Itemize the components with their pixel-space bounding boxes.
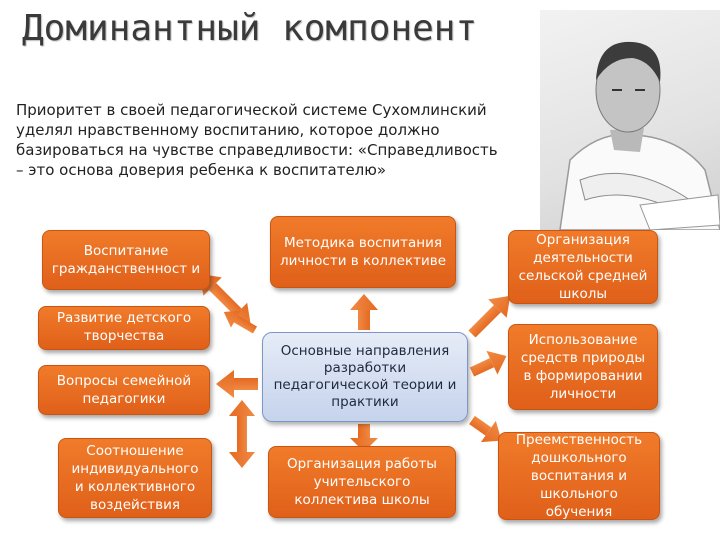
box-continuity: Преемственность дошкольного воспитания и… [498, 432, 660, 520]
intro-text: Приоритет в своей педагогической системе… [16, 100, 556, 180]
arrow-to-rural-school [468, 295, 511, 338]
box-individual-collective: Соотношение индивидуального и коллективн… [58, 438, 212, 518]
intro-line: базироваться на чувстве справедливости: … [16, 141, 498, 159]
center-main-directions: Основные направления разработки педагоги… [262, 332, 468, 422]
box-nature-use: Использование средств природы в формиров… [508, 324, 658, 410]
box-label: Методика воспитания личности в коллектив… [279, 235, 447, 269]
box-label: Развитие детского творчества [56, 310, 192, 344]
portrait-photo [540, 10, 720, 230]
box-label: Использование средств природы в формиров… [520, 332, 646, 402]
intro-line: – это основа доверия ребенка к воспитате… [16, 161, 387, 179]
arrow-to-teacher-staff [350, 424, 378, 452]
box-family-pedagogy: Вопросы семейной педагогики [38, 365, 210, 415]
box-label: Организация работы учительского коллекти… [287, 456, 437, 508]
box-children-creativity: Развитие детского творчества [38, 306, 210, 350]
intro-line: уделял нравственному воспитанию, которое… [16, 121, 440, 139]
arrow-to-continuity [469, 415, 502, 443]
intro-line: Приоритет в своей педагогической системе… [16, 101, 487, 119]
box-label: Вопросы семейной педагогики [56, 373, 192, 407]
box-teacher-staff: Организация работы учительского коллекти… [268, 446, 456, 518]
box-label: Соотношение индивидуального и коллективн… [71, 443, 199, 513]
arrow-to-nature-use [469, 350, 507, 377]
arrow-to-family-pedagogy [216, 370, 258, 398]
box-rural-school: Организация деятельности сельской средне… [508, 230, 658, 304]
box-label: Организация деятельности сельской средне… [518, 232, 648, 302]
arrow-to-collective-method [350, 294, 378, 330]
box-label: Преемственность дошкольного воспитания и… [515, 432, 643, 520]
box-label: Воспитание гражданственност и [51, 243, 201, 277]
arrow-to-individual-collective [229, 400, 255, 468]
slide-title: Доминантный компонент [22, 8, 478, 49]
center-label: Основные направления разработки педагоги… [273, 343, 457, 410]
arrow-to-creativity [223, 310, 257, 334]
box-collective-method: Методика воспитания личности в коллектив… [270, 216, 456, 288]
box-civic-education: Воспитание гражданственност и [42, 230, 210, 290]
